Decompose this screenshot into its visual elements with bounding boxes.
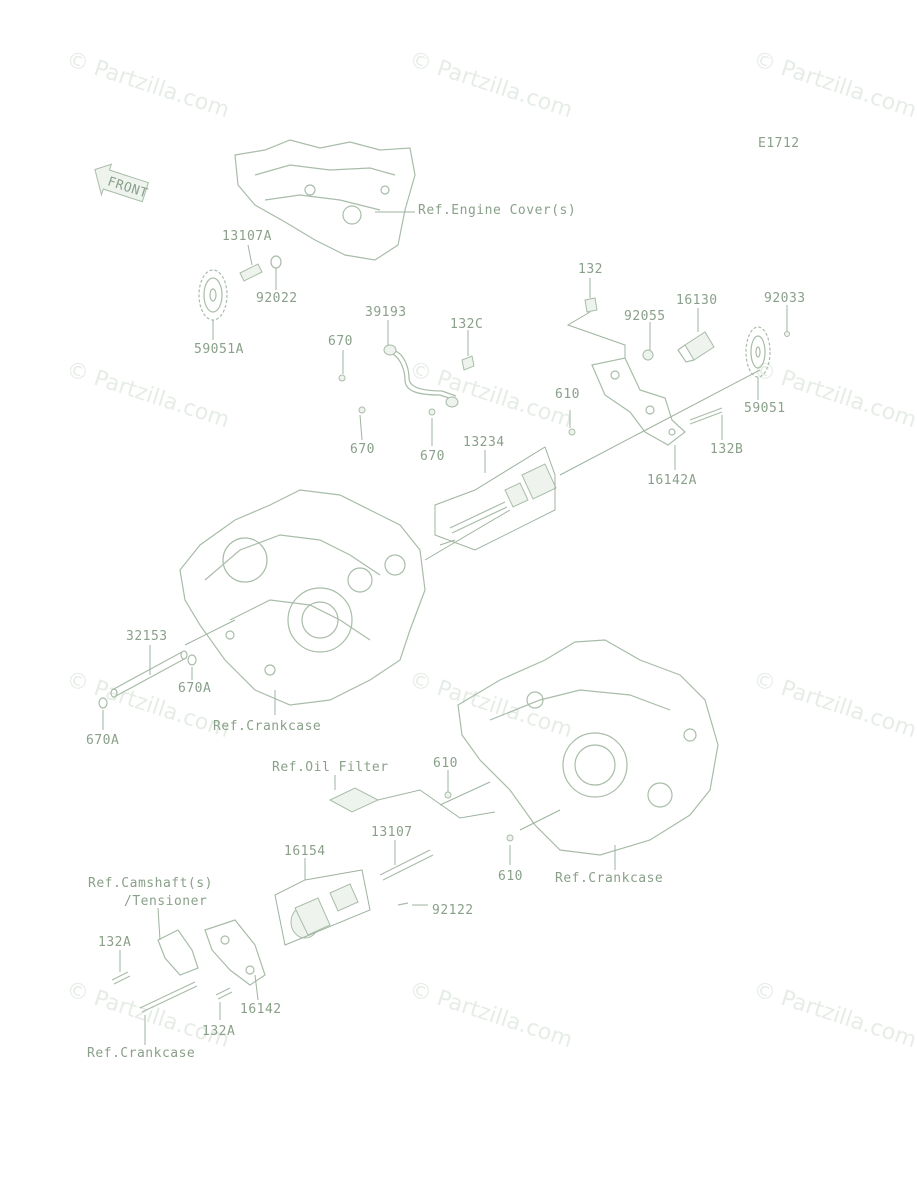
pump-cover-16142a-part <box>591 357 686 446</box>
part-label: 132C <box>450 317 483 332</box>
pin-92055-part <box>642 349 654 361</box>
watermark: © Partzilla.com <box>750 667 917 743</box>
dowel-610-part <box>506 834 514 842</box>
o-ring-670a-part <box>98 697 108 709</box>
dowel-610-part <box>444 791 452 799</box>
watermark: © Partzilla.com <box>63 47 232 123</box>
pump-cover-16142-part <box>204 919 266 986</box>
part-label: 92055 <box>624 309 666 324</box>
watermark: © Partzilla.com <box>406 667 575 743</box>
part-label: 132 <box>578 262 603 277</box>
pump-shaft-16130-part <box>677 331 715 363</box>
leader-lines <box>102 211 788 1045</box>
part-label: 16154 <box>284 844 326 859</box>
part-label: 16142 <box>240 1002 282 1017</box>
watermark: © Partzilla.com <box>750 357 917 433</box>
rotor-16154-part <box>290 883 359 939</box>
watermark: © Partzilla.com <box>63 977 232 1053</box>
oil-pipe-39193-part <box>383 344 459 408</box>
bolt-132b-part <box>689 407 723 425</box>
diagram-code: E1712 <box>758 136 800 151</box>
o-ring-670-part <box>428 408 436 416</box>
watermark: © Partzilla.com <box>750 977 917 1053</box>
part-label: Ref.Camshaft(s) <box>88 876 213 891</box>
part-label: 132A <box>98 935 131 950</box>
part-label: 39193 <box>365 305 407 320</box>
part-label: Ref.Oil Filter <box>272 760 389 775</box>
part-label: 16130 <box>676 293 718 308</box>
dowel-610-part <box>568 428 576 436</box>
part-label: 92022 <box>256 291 298 306</box>
part-label: 670A <box>86 733 119 748</box>
part-label: 16142A <box>647 473 697 488</box>
o-ring-670-part <box>338 374 346 382</box>
gear-59051-part <box>745 326 771 378</box>
pin-92033-part <box>784 331 790 337</box>
part-label: 13107A <box>222 229 272 244</box>
part-label: 32153 <box>126 629 168 644</box>
bolt-132c-part <box>461 355 475 371</box>
crankcase-upper-part <box>179 489 426 706</box>
watermark: © Partzilla.com <box>63 357 232 433</box>
part-label: 610 <box>498 869 523 884</box>
part-label: 13107 <box>371 825 413 840</box>
part-label: 92033 <box>764 291 806 306</box>
bushing-13107a-part <box>239 263 263 282</box>
part-label: Ref.Crankcase <box>213 719 321 734</box>
engine-cover-part <box>234 139 416 261</box>
part-label: Ref.Crankcase <box>555 871 663 886</box>
pin-92122-part <box>397 902 409 906</box>
part-label: 670 <box>420 449 445 464</box>
part-label: 132A <box>202 1024 235 1039</box>
bolt-132a-part <box>215 987 233 1000</box>
part-labels: E1712 Ref.Engine Cover(s) 13107A 92022 5… <box>86 136 806 1061</box>
part-label: /Tensioner <box>124 894 207 909</box>
front-arrow-icon: FRONT <box>94 163 150 203</box>
o-ring-670-part <box>358 406 366 414</box>
part-label: 92122 <box>432 903 474 918</box>
bolt-long-part <box>139 981 198 1013</box>
watermark: © Partzilla.com <box>406 977 575 1053</box>
washer-92022-part <box>270 255 282 269</box>
oil-filter-part <box>328 787 380 813</box>
part-label: Ref.Engine Cover(s) <box>418 203 576 218</box>
gear-59051a-part <box>198 269 228 321</box>
bolt-132a-part <box>111 971 131 985</box>
shaft-13107-part <box>379 849 434 881</box>
part-label: 610 <box>433 756 458 771</box>
o-ring-670a-part <box>187 654 197 666</box>
part-label: 132B <box>710 442 743 457</box>
watermark: © Partzilla.com <box>406 47 575 123</box>
part-label: 59051A <box>194 342 244 357</box>
crankcase-lower-part <box>457 639 719 856</box>
part-label: 59051 <box>744 401 786 416</box>
watermark: © Partzilla.com <box>750 47 917 123</box>
pipe-32153-part <box>110 650 188 698</box>
bolt-132-part <box>584 297 598 313</box>
shaft-13234-part <box>449 463 557 534</box>
part-label: 13234 <box>463 435 505 450</box>
part-label: 610 <box>555 387 580 402</box>
part-label: Ref.Crankcase <box>87 1046 195 1061</box>
part-label: 670 <box>350 442 375 457</box>
part-label: 670 <box>328 334 353 349</box>
part-label: 670A <box>178 681 211 696</box>
tensioner-bracket-part <box>157 929 199 976</box>
